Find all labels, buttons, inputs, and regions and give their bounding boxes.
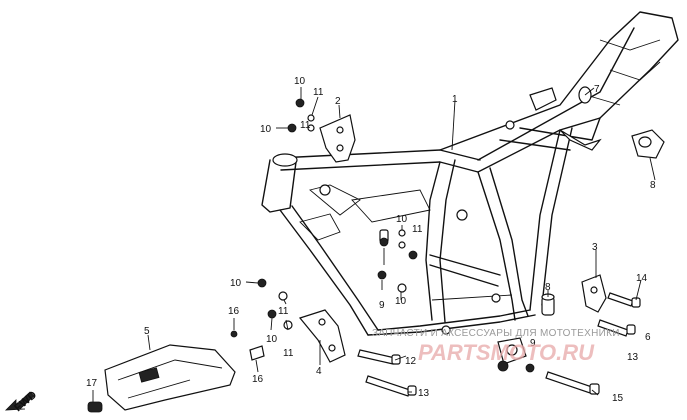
callout-10-e: 10 (395, 296, 407, 307)
callout-10-b: 10 (260, 124, 272, 135)
bolts-long (357, 292, 641, 397)
callout-10-c: 10 (230, 278, 242, 289)
forward-arrow: FWD (4, 389, 39, 414)
leader-lines (92, 87, 656, 402)
callout-10-d: 10 (396, 214, 408, 225)
nuts-washers (87, 98, 535, 413)
callout-11-a: 11 (313, 87, 324, 98)
callout-10-a: 10 (294, 76, 306, 87)
callout-12: 12 (405, 356, 417, 367)
skid-plate-part-5 (104, 344, 236, 411)
callout-9-right: 9 (530, 338, 536, 349)
collar-part-6 (631, 129, 665, 159)
callout-9-left: 9 (379, 300, 385, 311)
callout-7: 7 (594, 84, 600, 95)
watermark-logo: PARTSMOTO.RU (418, 340, 595, 365)
callout-13-right: 13 (627, 352, 639, 363)
main-frame (261, 11, 679, 365)
callout-16-b: 16 (252, 374, 264, 385)
callout-11-e: 11 (283, 348, 294, 359)
watermark-text: ЗАПЧАСТИ И АКСЕССУАРЫ ДЛЯ МОТОТЕХНИКИ (372, 328, 620, 339)
callout-10-f: 10 (266, 334, 278, 345)
callout-3: 3 (592, 242, 598, 253)
callout-5: 5 (144, 326, 150, 337)
callout-11-d: 11 (278, 306, 289, 317)
callout-4: 4 (316, 366, 322, 377)
callout-15: 15 (612, 393, 624, 404)
forward-label: FWD (12, 389, 39, 414)
callout-11-b: 11 (300, 120, 311, 131)
callout-14: 14 (636, 273, 648, 284)
callout-1: 1 (452, 94, 458, 105)
bracket-part-3 (581, 274, 607, 313)
callout-11-c: 11 (412, 224, 423, 235)
callout-8-lower: 8 (545, 282, 551, 293)
watermark: ЗАПЧАСТИ И АКСЕССУАРЫ ДЛЯ МОТОТЕХНИКИ PA… (372, 328, 620, 365)
callout-8-upper: 8 (650, 180, 656, 191)
callout-16-a: 16 (228, 306, 240, 317)
callout-2: 2 (335, 96, 341, 107)
callout-13-left: 13 (418, 388, 430, 399)
callout-17: 17 (86, 378, 98, 389)
callout-6: 6 (645, 332, 651, 343)
bracket-part-2 (319, 114, 356, 163)
callout-numbers: 1 2 3 4 5 6 7 8 8 9 9 10 10 10 10 10 10 … (86, 76, 656, 404)
bracket-part-4 (298, 309, 346, 363)
